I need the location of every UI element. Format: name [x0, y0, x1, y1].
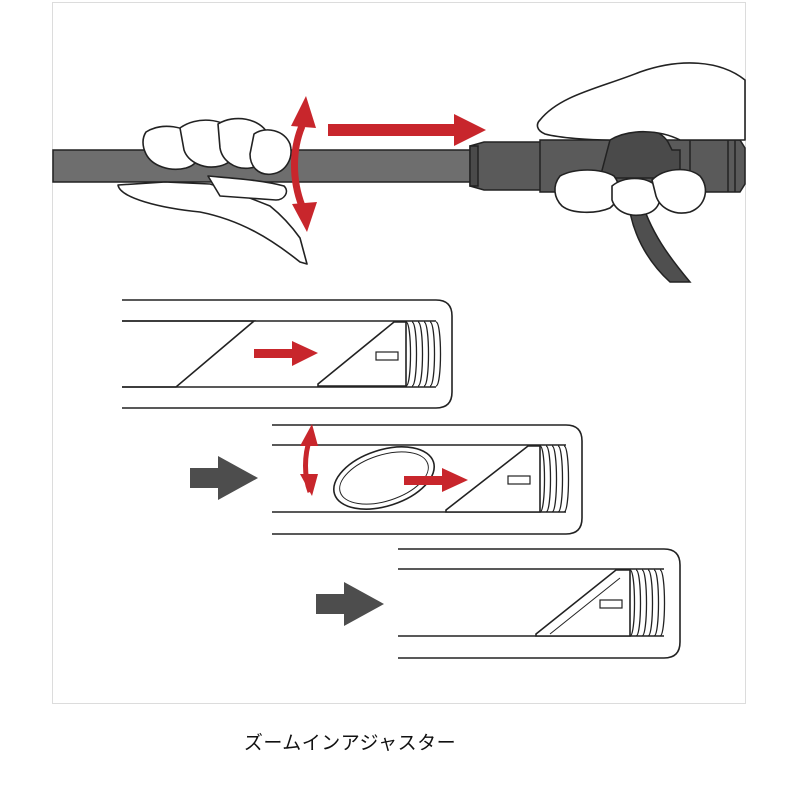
diagram-caption: ズームインアジャスター	[243, 732, 457, 754]
right-hand	[536, 62, 746, 216]
left-hand	[117, 117, 308, 265]
step-1-panel	[122, 299, 453, 409]
slide-right-arrow-icon	[404, 468, 468, 492]
step-2-panel	[272, 424, 583, 535]
thread-rings	[539, 445, 570, 513]
key-slot	[375, 351, 399, 361]
key-slot	[507, 475, 531, 485]
rotate-arrows-icon	[291, 96, 317, 232]
oval-cut	[332, 446, 436, 510]
rod-handle	[469, 127, 746, 283]
rotate-arrows-icon	[300, 424, 318, 496]
thread-rings	[629, 569, 666, 637]
block-right-arrow-icon	[190, 456, 258, 500]
thread-rings	[405, 321, 442, 387]
slide-right-arrow-icon	[328, 114, 486, 146]
key-slot	[599, 599, 623, 609]
block-right-arrow-icon	[316, 582, 384, 626]
slide-right-arrow-icon	[254, 341, 318, 366]
step-3-panel	[398, 548, 681, 659]
zoom-in-adjuster-diagram	[52, 62, 746, 659]
top-illustration	[52, 62, 746, 283]
